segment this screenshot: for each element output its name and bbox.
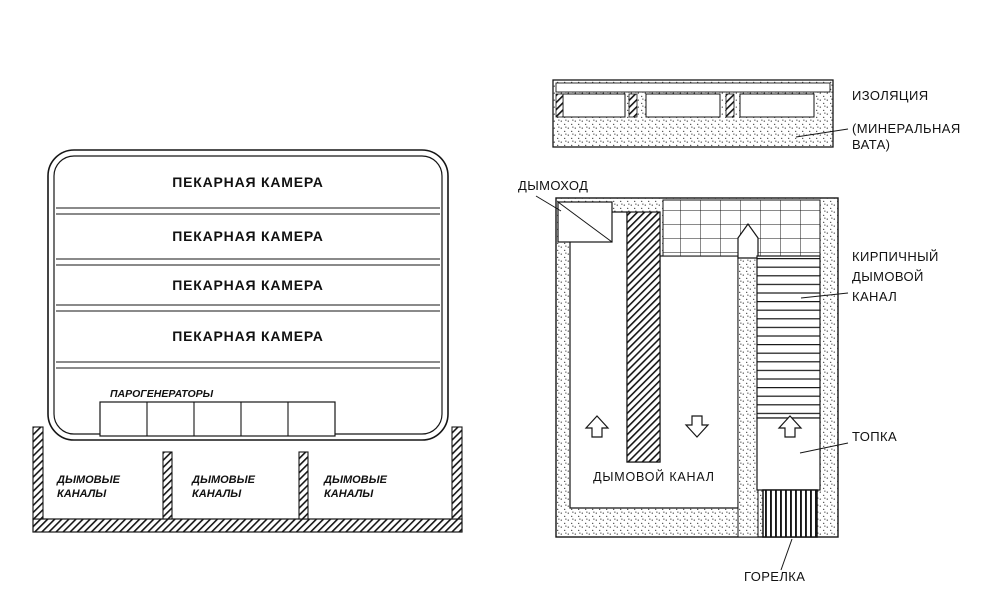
main-section-block: ДЫМОВОЙ КАНАЛ	[555, 197, 839, 538]
baffle-wall	[626, 211, 661, 463]
strip-cavity-3	[739, 93, 815, 118]
brick-flue-leader-line	[800, 292, 849, 299]
separator-4	[56, 361, 440, 369]
arrow-up-icon	[584, 415, 610, 438]
burner	[762, 489, 818, 538]
flue-label-1-line2: КАНАЛЫ	[57, 488, 107, 500]
brick-flue-label-line1: КИРПИЧНЫЙ	[852, 249, 939, 264]
burner-label: ГОРЕЛКА	[744, 569, 805, 584]
base-left-wall	[32, 426, 44, 520]
flue-label-2: ДЫМОВЫЕ КАНАЛЫ	[191, 474, 256, 500]
baking-chamber-label-3: ПЕКАРНАЯ КАМЕРА	[172, 277, 323, 293]
base-slab	[32, 518, 463, 533]
burner-leader-line	[780, 538, 793, 571]
firebox-leader-line	[799, 442, 849, 454]
left-diagram-oven-front: ДЫМОВЫЕ КАНАЛЫ ДЫМОВЫЕ КАНАЛЫ ДЫМОВЫЕ КА…	[32, 149, 463, 533]
flue-label-3-line1: ДЫМОВЫЕ	[323, 474, 388, 486]
smoke-channel-label: ДЫМОВОЙ КАНАЛ	[593, 469, 715, 484]
base-right-wall	[451, 426, 463, 520]
strip-hatch-mid-1	[628, 93, 638, 118]
flue-label-3-line2: КАНАЛЫ	[324, 488, 374, 500]
separator-2	[56, 258, 440, 266]
chimney-label: ДЫМОХОД	[518, 178, 588, 193]
steam-generators-label: ПАРОГЕНЕРАТОРЫ	[110, 388, 214, 400]
arrow-up-right-icon	[777, 415, 803, 438]
insulation-label: ИЗОЛЯЦИЯ	[852, 88, 928, 103]
flue-label-2-line2: КАНАЛЫ	[192, 488, 242, 500]
baking-chamber-label-2: ПЕКАРНАЯ КАМЕРА	[172, 228, 323, 244]
arrow-down-icon	[684, 415, 710, 438]
strip-cavity-2	[645, 93, 721, 118]
divider-pointed-cap	[737, 222, 759, 259]
flue-base: ДЫМОВЫЕ КАНАЛЫ ДЫМОВЫЕ КАНАЛЫ ДЫМОВЫЕ КА…	[32, 426, 463, 533]
insulation-sub-line1: (МИНЕРАЛЬНАЯ	[852, 121, 961, 136]
flue-label-1-line1: ДЫМОВЫЕ	[56, 474, 121, 486]
insulation-leader-line	[795, 128, 849, 138]
strip-hatch-mid-2	[725, 93, 735, 118]
chamber-separators	[56, 207, 440, 369]
steam-generator-dividers	[146, 402, 289, 436]
baking-chamber-label-4: ПЕКАРНАЯ КАМЕРА	[172, 328, 323, 344]
strip-cavity-1	[562, 93, 626, 118]
flue-label-3: ДЫМОВЫЕ КАНАЛЫ	[323, 474, 388, 500]
flue-label-1: ДЫМОВЫЕ КАНАЛЫ	[56, 474, 121, 500]
oven-body-outer-border	[47, 149, 449, 441]
right-diagram-cross-section: ДЫМОВОЙ КАНАЛ ИЗОЛЯЦИЯ (МИНЕРАЛЬНАЯ ВАТА…	[518, 79, 961, 584]
chimney-damper-line	[557, 201, 613, 243]
strip-top-band	[555, 82, 831, 93]
chimney-outlet	[557, 201, 613, 243]
oven-body: ПЕКАРНАЯ КАМЕРА ПЕКАРНАЯ КАМЕРА ПЕКАРНАЯ…	[47, 149, 449, 441]
channel-divider	[737, 255, 759, 538]
separator-3	[56, 304, 440, 312]
chimney-leader-line	[535, 195, 562, 212]
flue-label-2-line1: ДЫМОВЫЕ	[191, 474, 256, 486]
brick-smoke-flue	[756, 255, 821, 419]
brick-flue-label-line3: КАНАЛ	[852, 289, 897, 304]
separator-1	[56, 207, 440, 215]
steam-generator-row	[99, 401, 336, 437]
strip-hatch-left	[555, 93, 564, 118]
brick-flue-label-line2: ДЫМОВОЙ	[852, 269, 924, 284]
base-divider-2	[298, 451, 309, 520]
insulation-sub-line2: ВАТА)	[852, 137, 890, 152]
base-divider-1	[162, 451, 173, 520]
steam-generators: ПАРОГЕНЕРАТОРЫ	[99, 388, 336, 437]
baking-chamber-label-1: ПЕКАРНАЯ КАМЕРА	[172, 174, 323, 190]
firebox-label: ТОПКА	[852, 429, 897, 444]
annotations: ИЗОЛЯЦИЯ (МИНЕРАЛЬНАЯ ВАТА) ДЫМОХОД КИРП…	[518, 88, 961, 584]
top-section-strip	[552, 79, 834, 148]
